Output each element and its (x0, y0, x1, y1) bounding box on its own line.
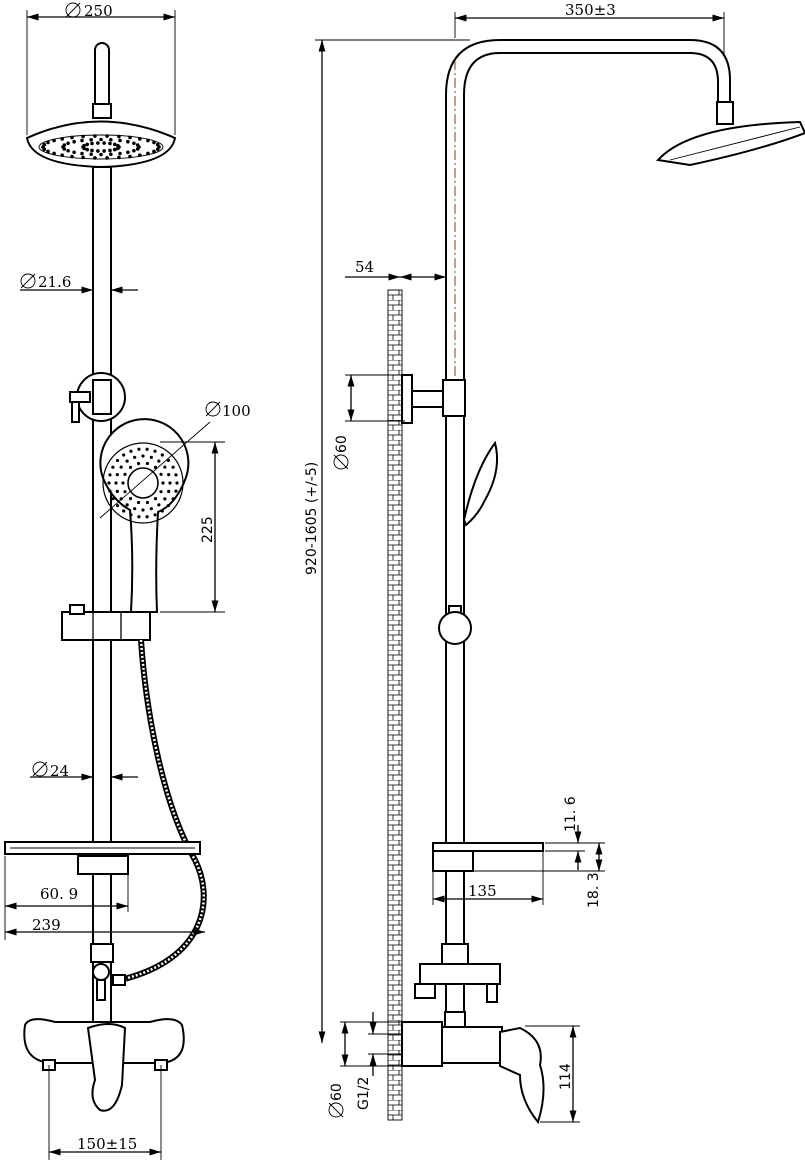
side-view: 350±3 920-1605 (+/-5) 54 60 (304, 1, 805, 1125)
bracket-diameter-label: 60 (333, 435, 350, 470)
arm-reach-value: 350±3 (565, 1, 616, 19)
hose (119, 639, 207, 983)
height-range-value: 920-1605 (+/-5) (304, 462, 320, 575)
mixer-body (23, 1018, 185, 1112)
shelf-thickness-value: 11. 6 (563, 796, 579, 832)
mixer-spacing-value: 150±15 (77, 1135, 137, 1153)
flange-diameter-value: 60 (329, 1083, 345, 1101)
soap-shelf (4, 841, 201, 875)
head-connector (92, 103, 112, 119)
shelf-width-value: 239 (32, 916, 61, 934)
pipe-lower-label: 24 (32, 761, 69, 780)
pipe-upper-label: 21.6 (20, 273, 71, 291)
head-diameter-value: 250 (84, 2, 113, 20)
hand-shower (99, 418, 190, 613)
hand-diameter-value: 100 (222, 402, 251, 420)
pipe-upper-value: 21.6 (38, 273, 71, 291)
side-hand-shower (462, 440, 498, 527)
riser-arm (445, 39, 731, 386)
pipe-lower-value: 24 (50, 762, 69, 780)
shelf-offset-value: 60. 9 (40, 885, 78, 903)
wall (387, 289, 403, 1121)
wall-bracket (69, 372, 126, 423)
head-swivel (716, 101, 734, 125)
flange-diameter-label: 60 (328, 1083, 345, 1118)
shower-head (25, 120, 177, 169)
slide-rail (92, 166, 112, 848)
hand-diameter-label: 100 (205, 401, 251, 420)
head-diameter-label: 250 (65, 2, 113, 20)
slider-holder (61, 604, 151, 641)
thread-value: G1/2 (356, 1077, 372, 1110)
side-diverter (414, 943, 501, 1017)
side-mixer (401, 1011, 545, 1125)
side-shower-head (656, 120, 805, 167)
front-view: 250 21.6 (4, 2, 251, 1160)
mixer-height-value: 114 (558, 1063, 574, 1090)
bracket-diameter-value: 60 (334, 435, 350, 453)
wall-offset-value: 54 (355, 258, 374, 276)
hand-length-value: 225 (200, 516, 216, 543)
shelf-depth-value: 135 (468, 882, 497, 900)
diverter (90, 943, 126, 1023)
shelf-height-value: 18. 3 (586, 872, 602, 908)
riser-top (94, 42, 110, 106)
side-slider (438, 611, 472, 645)
side-shelf (432, 842, 544, 946)
lower-rod (92, 873, 112, 947)
